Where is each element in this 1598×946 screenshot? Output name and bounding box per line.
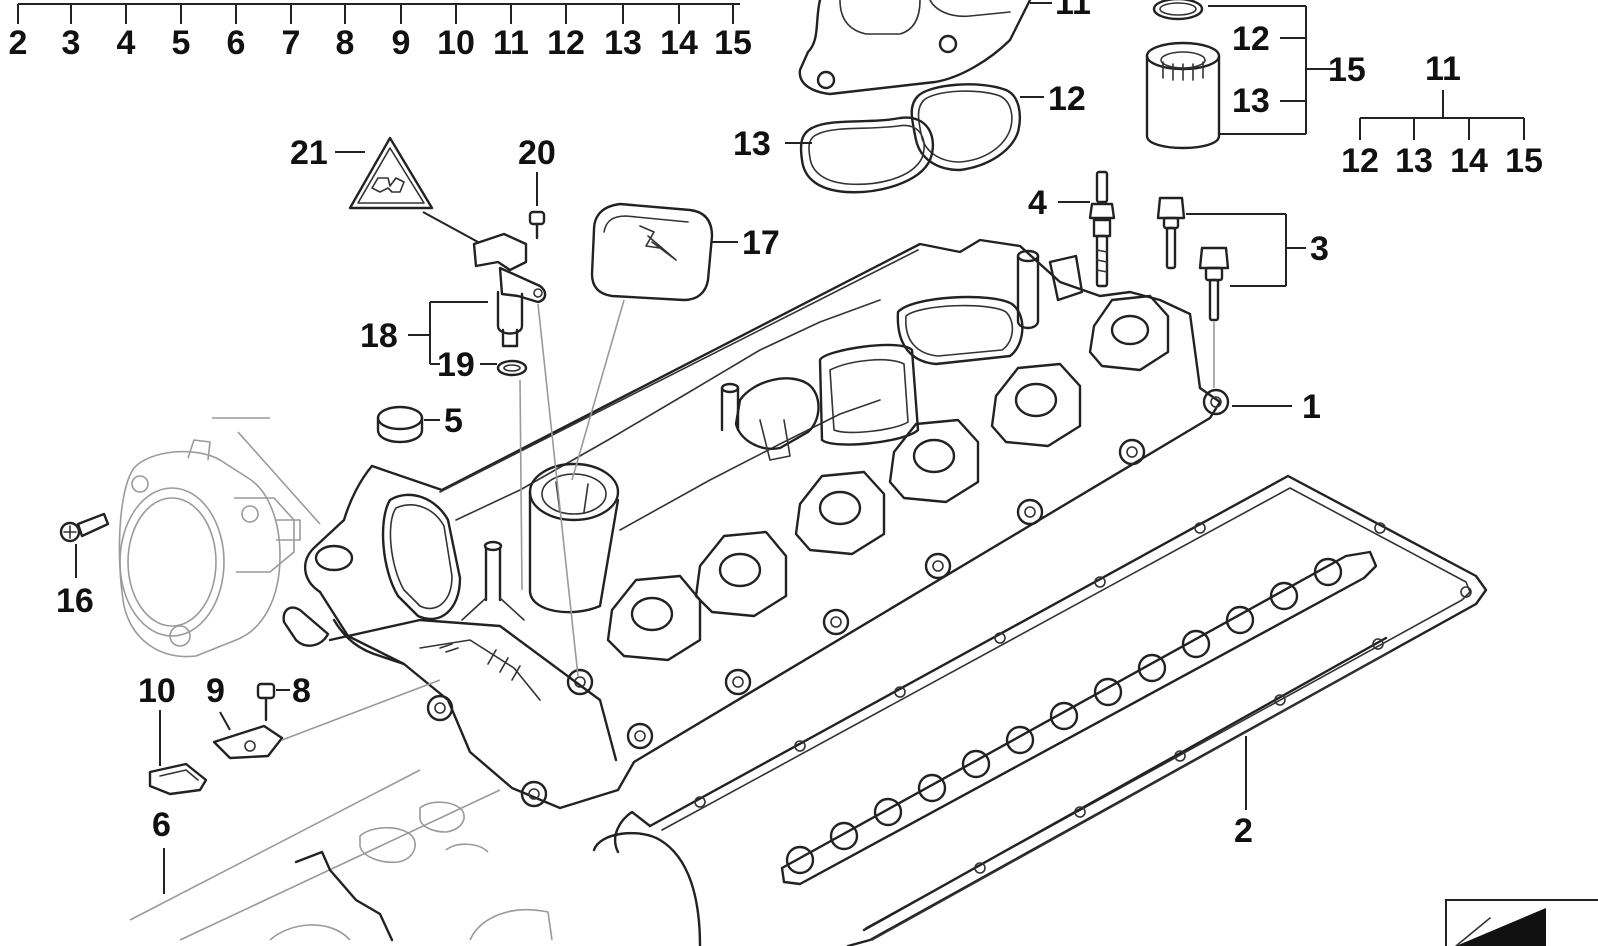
callout-10: 10	[138, 672, 176, 710]
bolt-3b	[1198, 246, 1230, 322]
bolt-group-3-bracket	[1186, 213, 1306, 287]
top-label: 14	[660, 24, 698, 62]
callout-11-top: 11	[1055, 0, 1091, 22]
stud-bolt-4	[1088, 170, 1116, 288]
callout-12-filter: 12	[1232, 20, 1270, 58]
callout-6: 6	[152, 806, 171, 844]
callout-3: 3	[1310, 230, 1329, 268]
callout-21: 21	[290, 134, 328, 172]
housing-gasket-13	[799, 116, 935, 194]
screw-20	[528, 210, 546, 240]
throttle-housing-16	[118, 417, 321, 658]
callout-20: 20	[518, 134, 556, 172]
cap-17	[590, 202, 714, 302]
cover-gasket-2	[613, 474, 1488, 946]
top-label: 3	[62, 24, 81, 62]
group-11-child: 15	[1505, 142, 1543, 180]
plug-5	[376, 405, 424, 444]
bracket-9	[212, 724, 284, 760]
callout-4: 4	[1028, 184, 1047, 222]
top-reference-bracket	[17, 3, 740, 24]
callout-18: 18	[360, 317, 398, 355]
top-label: 13	[604, 24, 642, 62]
group-11-child: 14	[1450, 142, 1488, 180]
callout-19: 19	[437, 346, 475, 384]
corner-arrow-icon	[1456, 908, 1546, 946]
injector-seal-gasket-2	[780, 550, 1378, 886]
top-label: 8	[336, 24, 355, 62]
top-label: 9	[392, 24, 411, 62]
top-label: 12	[547, 24, 585, 62]
top-label: 15	[714, 24, 752, 62]
callout-16: 16	[56, 582, 94, 620]
top-reference-labels: 2 3 4 5 6 7 8 9 10 11 12 13 14 15	[9, 24, 752, 62]
filter-o-ring-12	[1152, 0, 1204, 21]
warning-symbol-icon	[371, 177, 405, 193]
oil-filter-housing	[798, 0, 1032, 96]
callout-1: 1	[1302, 388, 1321, 426]
warning-label-21	[348, 136, 434, 210]
sensor-bracket-18	[408, 301, 488, 365]
filter-element-13	[1145, 41, 1221, 150]
position-sensor-18	[472, 232, 547, 348]
group-11-child: 12	[1341, 142, 1379, 180]
top-label: 6	[227, 24, 246, 62]
group-11-tree: 11 12 13 14 15	[1341, 50, 1543, 180]
top-label: 2	[9, 24, 28, 62]
corner-logo	[1445, 899, 1598, 946]
callout-15: 15	[1328, 51, 1366, 89]
lower-rail-gasket-2	[862, 636, 1391, 941]
callout-2: 2	[1234, 812, 1253, 850]
callout-13-filter: 13	[1232, 82, 1270, 120]
clip-10	[148, 762, 208, 796]
callout-13-gasket: 13	[733, 125, 771, 163]
top-label: 11	[493, 24, 529, 62]
callout-5: 5	[444, 402, 463, 440]
top-label: 4	[117, 24, 136, 62]
top-label: 10	[437, 24, 475, 62]
screw-8	[256, 682, 276, 722]
callout-17: 17	[742, 224, 780, 262]
lower-gasket-6	[129, 769, 702, 946]
group-11-parent: 11	[1425, 50, 1461, 88]
o-ring-19	[496, 359, 528, 377]
bolt-3a	[1156, 196, 1186, 270]
cylinder-head-cover-1	[282, 238, 1230, 810]
group-15-bracket	[1208, 5, 1340, 135]
top-label: 7	[282, 24, 301, 62]
callout-8: 8	[292, 672, 311, 710]
callout-9: 9	[206, 672, 225, 710]
oil-can-icon	[639, 225, 677, 261]
callout-12-gasket: 12	[1048, 80, 1086, 118]
screw-16	[59, 512, 110, 543]
group-11-child: 13	[1395, 142, 1433, 180]
top-label: 5	[172, 24, 191, 62]
